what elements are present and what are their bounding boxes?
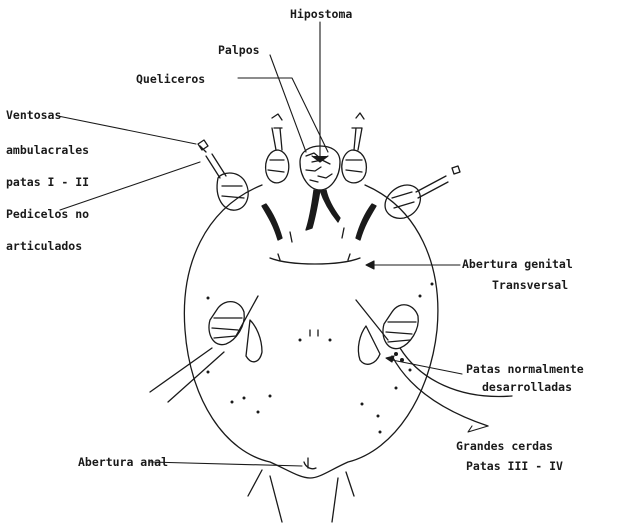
label-queliceros: Queliceros xyxy=(136,74,205,86)
label-cerdas-1: Grandes cerdas xyxy=(456,441,553,453)
label-patas-1: Patas normalmente xyxy=(466,364,584,376)
right-palp xyxy=(342,113,367,183)
label-palpos: Palpos xyxy=(218,45,260,57)
anal-opening xyxy=(304,458,316,469)
label-pedicelos-2: articulados xyxy=(6,241,82,253)
label-abertura-genital-1: Abertura genital xyxy=(462,259,573,271)
label-patas-2: desarrolladas xyxy=(482,382,572,394)
label-ventosas-3: patas I - II xyxy=(6,177,89,189)
leg-III-IV-left xyxy=(150,296,262,402)
label-hipostoma: Hipostoma xyxy=(290,9,352,21)
label-pedicelos-1: Pedicelos no xyxy=(6,209,89,221)
leg-I-II-right xyxy=(385,166,460,218)
label-abertura-genital-2: Transversal xyxy=(492,280,568,292)
left-palp xyxy=(266,114,289,183)
label-ventosas-1: Ventosas xyxy=(6,110,61,122)
label-ventosas-2: ambulacrales xyxy=(6,145,89,157)
genital-opening xyxy=(270,254,360,264)
label-cerdas-2: Patas III - IV xyxy=(466,461,563,473)
leg-I-II-left xyxy=(198,140,248,210)
label-abertura-anal: Abertura anal xyxy=(78,457,168,469)
